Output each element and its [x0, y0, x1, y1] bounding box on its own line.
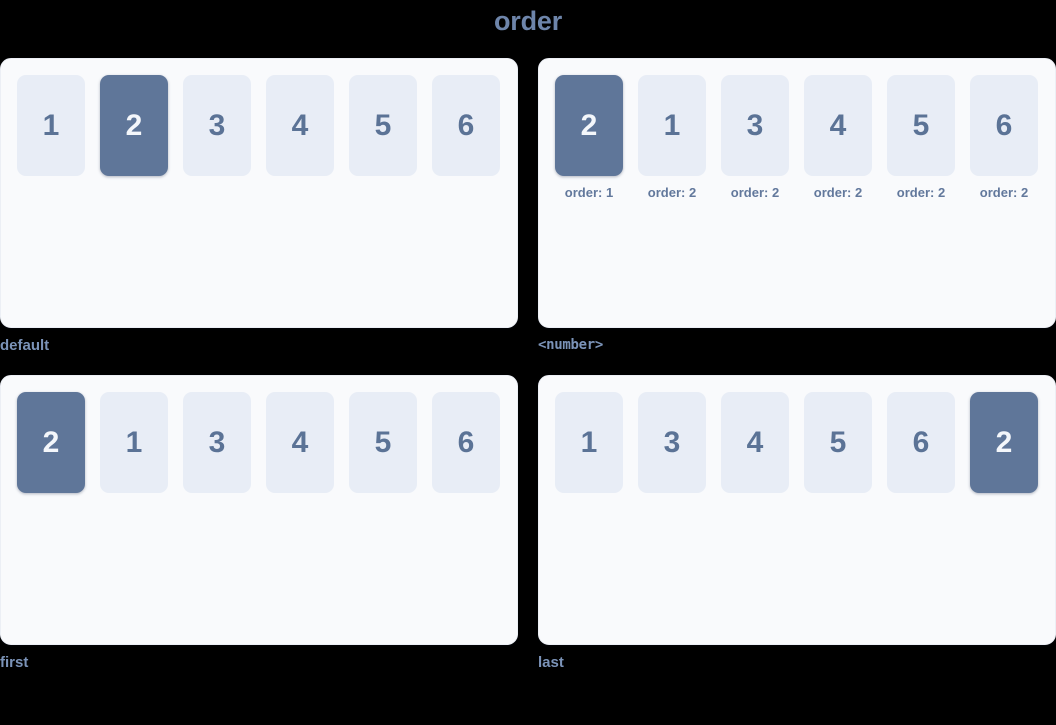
card-item: 1: [555, 392, 623, 493]
demo-group: 2 order: 1 1 order: 2 3 order: 2 4 order: 2 5 ord…: [538, 58, 1056, 353]
card-note: order: 2: [813, 185, 863, 200]
card-note: order: 2: [896, 185, 946, 200]
card-item: 1 order: 2: [638, 75, 706, 201]
card-highlighted[interactable]: 2: [555, 75, 623, 176]
group-label: <number>: [538, 337, 604, 353]
card-item: 5 order: 2: [887, 75, 955, 201]
card[interactable]: 4: [804, 75, 872, 176]
card-item: 4: [721, 392, 789, 493]
card-note: order: 2: [979, 185, 1029, 200]
card[interactable]: 5: [804, 392, 872, 493]
page-title: order: [493, 6, 563, 36]
group-label: default: [0, 337, 50, 354]
card[interactable]: 6: [432, 75, 500, 176]
card-item: 2 order: 1: [555, 75, 623, 201]
card[interactable]: 6: [887, 392, 955, 493]
card-item: 4: [266, 75, 334, 176]
card-item: 1: [100, 392, 168, 493]
group-label: first: [0, 654, 29, 671]
card-item: 6 order: 2: [970, 75, 1038, 201]
card[interactable]: 1: [17, 75, 85, 176]
card-item: 3: [638, 392, 706, 493]
card-item: 2: [970, 392, 1038, 493]
card-item: 6: [887, 392, 955, 493]
card-item: 4 order: 2: [804, 75, 872, 201]
demo-panel: 2 order: 1 1 order: 2 3 order: 2 4 order: 2 5 ord…: [538, 58, 1056, 328]
card-item: 1: [17, 75, 85, 176]
card[interactable]: 6: [432, 392, 500, 493]
card[interactable]: 4: [266, 75, 334, 176]
card[interactable]: 1: [555, 392, 623, 493]
card-item: 6: [432, 75, 500, 176]
card-item: 2: [17, 392, 85, 493]
card[interactable]: 1: [100, 392, 168, 493]
card-highlighted[interactable]: 2: [17, 392, 85, 493]
card-note: order: 2: [647, 185, 697, 200]
card[interactable]: 6: [970, 75, 1038, 176]
card-row: 2 order: 1 1 order: 2 3 order: 2 4 order: 2 5 ord…: [555, 75, 1039, 201]
card-item: 3: [183, 392, 251, 493]
card-note: order: 1: [564, 185, 614, 200]
card-item: 5: [349, 75, 417, 176]
card[interactable]: 3: [183, 392, 251, 493]
card-item: 2: [100, 75, 168, 176]
group-label: last: [538, 654, 564, 671]
card[interactable]: 1: [638, 75, 706, 176]
card[interactable]: 5: [887, 75, 955, 176]
card[interactable]: 4: [721, 392, 789, 493]
card[interactable]: 3: [183, 75, 251, 176]
card[interactable]: 4: [266, 392, 334, 493]
card[interactable]: 3: [638, 392, 706, 493]
card-note: order: 2: [730, 185, 780, 200]
card-highlighted[interactable]: 2: [100, 75, 168, 176]
card[interactable]: 3: [721, 75, 789, 176]
card-item: 3 order: 2: [721, 75, 789, 201]
card-item: 5: [804, 392, 872, 493]
card-item: 5: [349, 392, 417, 493]
card[interactable]: 5: [349, 75, 417, 176]
card-highlighted[interactable]: 2: [970, 392, 1038, 493]
card-item: 4: [266, 392, 334, 493]
card[interactable]: 5: [349, 392, 417, 493]
card-item: 6: [432, 392, 500, 493]
card-item: 3: [183, 75, 251, 176]
